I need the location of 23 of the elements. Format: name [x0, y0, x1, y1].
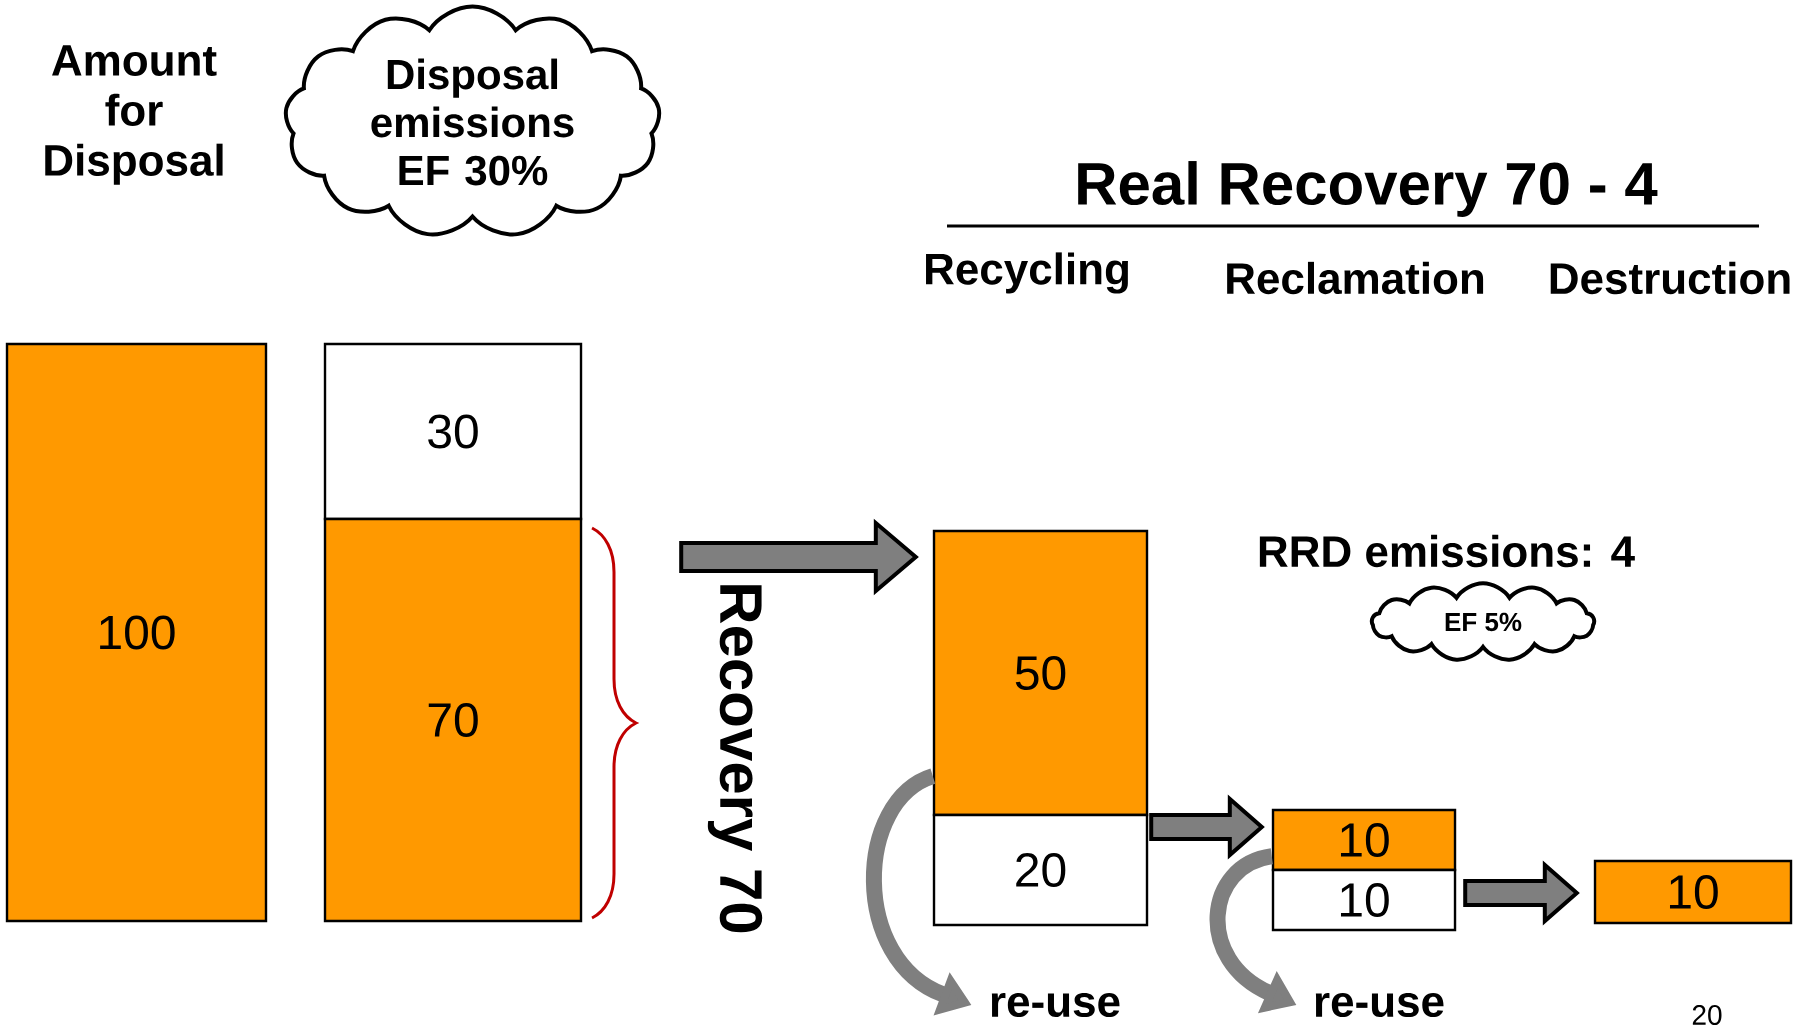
heading-text: Amount for Disposal [45, 45, 223, 185]
emissions-text: RRD emissions: 4 [1259, 534, 1635, 568]
block-arrow [1149, 794, 1265, 860]
bar-segment: 20 [932, 813, 1149, 927]
bar-segment: 50 [932, 529, 1149, 817]
column-heading: Reclamation [1227, 261, 1484, 295]
section-title: Real Recovery 70 - 4 [1078, 161, 1658, 217]
rotated-label: Recovery 70 [707, 585, 763, 933]
bar-segment: 10 [1271, 808, 1457, 872]
reuse-text: re-use [1315, 992, 1444, 1018]
bar-segment: 30 [323, 342, 583, 521]
page-number: 20 [1692, 1005, 1722, 1025]
bar-segment: 10 [1271, 868, 1457, 932]
reuse-text: re-use [991, 992, 1120, 1018]
bar-segment: 70 [323, 517, 583, 923]
block-arrow [1463, 860, 1580, 926]
column-heading: Destruction [1550, 261, 1790, 295]
block-arrow [679, 518, 919, 596]
thought-cloud: Disposal emissions EF 30% [283, 4, 662, 237]
bar-segment: 10 [1593, 859, 1793, 925]
bar-segment: 100 [5, 342, 268, 923]
thought-cloud: EF 5% [1370, 581, 1597, 662]
column-heading: Recycling [926, 252, 1128, 294]
